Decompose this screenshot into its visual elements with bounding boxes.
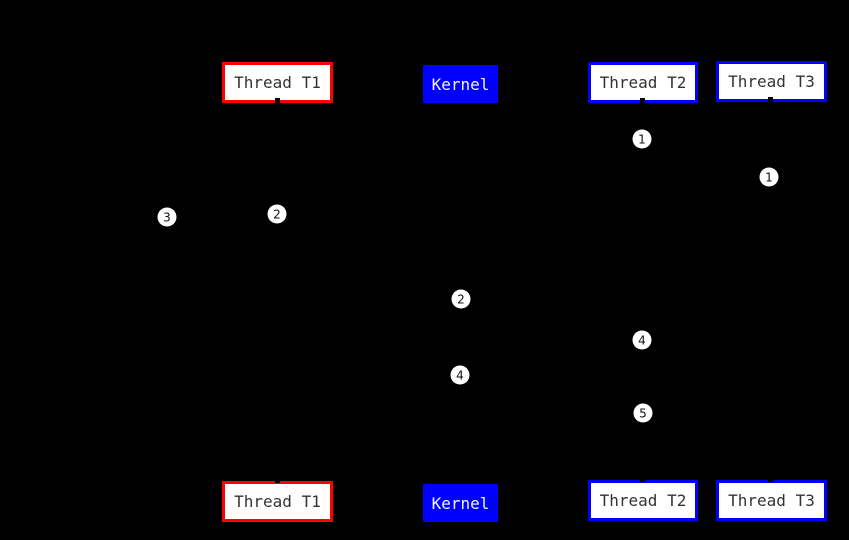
actor-box-thread-t1-bottom: Thread T1 [222,481,333,522]
actor-label-kernel: Kernel [431,493,490,513]
step-marker-label: 3 [163,210,171,224]
step-marker-label: 4 [638,333,646,347]
step-marker-3: 3 [157,207,177,227]
step-marker-4-t2: 4 [632,330,652,350]
step-marker-label: 2 [457,292,465,306]
step-marker-2-kernel: 2 [451,289,471,309]
step-marker-4-kernel: 4 [450,365,470,385]
lifeline-notch-t2-top [640,98,645,104]
actor-label-thread-t1: Thread T1 [234,492,321,511]
step-marker-1-t2: 1 [632,129,652,149]
actor-box-kernel-bottom: Kernel [423,484,498,522]
actor-label-thread-t2: Thread T2 [599,73,687,92]
actor-label-thread-t1: Thread T1 [234,73,321,92]
step-marker-label: 2 [273,207,281,221]
actor-box-thread-t1-top: Thread T1 [222,62,333,103]
step-marker-1-t3: 1 [759,167,779,187]
actor-box-thread-t3-top: Thread T3 [716,61,827,102]
lifeline-notch-t1-bottom [275,477,280,483]
step-marker-label: 1 [638,132,646,146]
actor-label-thread-t2: Thread T2 [599,491,687,510]
lifeline-notch-t2-bottom [640,476,645,482]
actor-box-kernel-top: Kernel [423,65,498,103]
step-marker-label: 1 [765,170,773,184]
actor-box-thread-t2-bottom: Thread T2 [588,480,698,521]
actor-box-thread-t2-top: Thread T2 [588,62,698,103]
actor-box-thread-t3-bottom: Thread T3 [716,480,827,521]
lifeline-notch-t3-top [768,97,773,103]
lifeline-notch-t3-bottom [768,476,773,482]
step-marker-label: 4 [456,368,464,382]
step-marker-2-t1: 2 [267,204,287,224]
actor-label-thread-t3: Thread T3 [728,72,815,91]
step-marker-5-t2: 5 [633,403,653,423]
actor-label-kernel: Kernel [431,74,490,94]
step-marker-label: 5 [639,406,647,420]
lifeline-notch-t1-top [275,98,280,104]
actor-label-thread-t3: Thread T3 [728,491,815,510]
